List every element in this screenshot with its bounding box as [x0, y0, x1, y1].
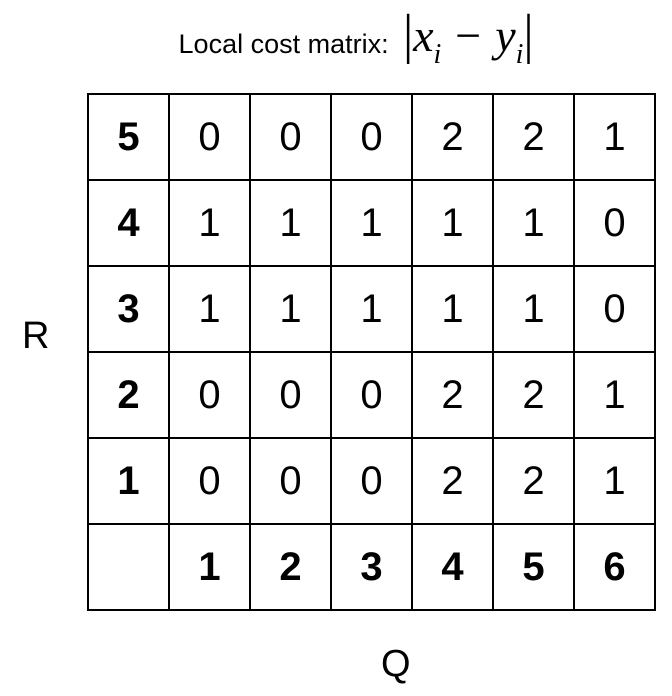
row-header: 3 [87, 265, 170, 353]
matrix-cell: 1 [411, 179, 494, 267]
matrix-cell: 1 [330, 265, 413, 353]
column-header: 6 [573, 523, 656, 611]
matrix-cell: 1 [573, 351, 656, 439]
matrix-cell: 1 [411, 265, 494, 353]
matrix-cell: 0 [168, 351, 251, 439]
matrix-cell: 1 [249, 265, 332, 353]
matrix-cell: 0 [573, 265, 656, 353]
matrix-row: 2 0 0 0 2 2 1 [87, 351, 656, 439]
matrix-cell: 2 [411, 93, 494, 181]
row-header: 4 [87, 179, 170, 267]
matrix-cell: 0 [330, 351, 413, 439]
matrix-row: 1 0 0 0 2 2 1 [87, 437, 656, 525]
formula-operator: − [455, 10, 482, 61]
formula-var-y: y [495, 10, 516, 61]
row-axis-label: R [22, 315, 50, 357]
cost-formula: |xi−yi| [403, 3, 534, 81]
column-axis-label: Q [381, 643, 411, 685]
corner-cell [87, 523, 170, 611]
matrix-cell: 2 [492, 93, 575, 181]
matrix-cell: 0 [249, 351, 332, 439]
matrix-row: 4 1 1 1 1 1 0 [87, 179, 656, 267]
row-header: 1 [87, 437, 170, 525]
cost-matrix: 5 0 0 0 2 2 1 4 1 1 1 1 1 0 3 1 1 1 1 1 … [87, 93, 656, 611]
abs-bar-right: | [523, 3, 534, 65]
matrix-cell: 0 [573, 179, 656, 267]
matrix-row: 3 1 1 1 1 1 0 [87, 265, 656, 353]
matrix-cell: 1 [168, 265, 251, 353]
row-header: 2 [87, 351, 170, 439]
matrix-cell: 2 [492, 437, 575, 525]
matrix-cell: 1 [330, 179, 413, 267]
column-header: 3 [330, 523, 413, 611]
column-header-row: 1 2 3 4 5 6 [87, 523, 656, 611]
matrix-cell: 1 [249, 179, 332, 267]
column-header: 2 [249, 523, 332, 611]
matrix-cell: 1 [168, 179, 251, 267]
formula-sub-x: i [433, 39, 442, 70]
matrix-cell: 2 [492, 351, 575, 439]
title-text: Local cost matrix: [178, 29, 389, 59]
matrix-cell: 0 [330, 93, 413, 181]
matrix-cell: 0 [249, 93, 332, 181]
matrix-cell: 2 [411, 351, 494, 439]
matrix-cell: 0 [249, 437, 332, 525]
matrix-cell: 1 [492, 179, 575, 267]
column-header: 4 [411, 523, 494, 611]
matrix-cell: 1 [492, 265, 575, 353]
diagram-title: Local cost matrix: |xi−yi| [0, 3, 672, 81]
formula-sub-y: i [515, 39, 524, 70]
matrix-cell: 1 [573, 437, 656, 525]
matrix-row: 5 0 0 0 2 2 1 [87, 93, 656, 181]
matrix-cell: 2 [411, 437, 494, 525]
matrix-cell: 1 [573, 93, 656, 181]
column-header: 1 [168, 523, 251, 611]
abs-bar-left: | [403, 3, 414, 65]
matrix-cell: 0 [168, 93, 251, 181]
matrix-cell: 0 [168, 437, 251, 525]
matrix-cell: 0 [330, 437, 413, 525]
formula-var-x: x [413, 10, 434, 61]
row-header: 5 [87, 93, 170, 181]
column-header: 5 [492, 523, 575, 611]
